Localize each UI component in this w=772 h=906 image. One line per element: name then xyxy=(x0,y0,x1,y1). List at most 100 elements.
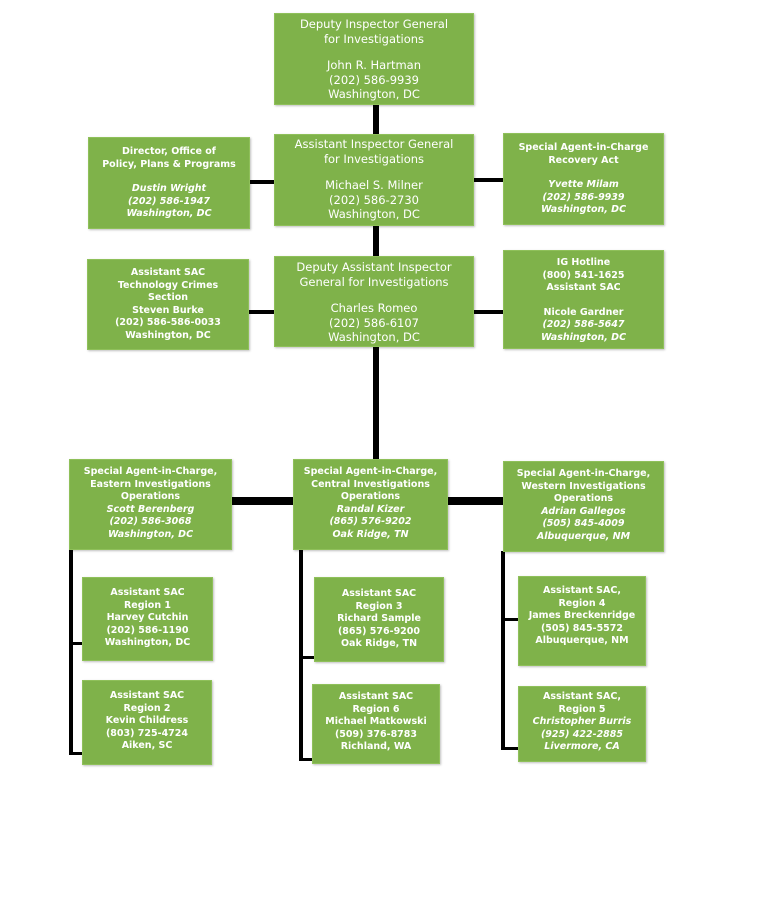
box-title: Operations xyxy=(553,493,614,504)
connector-trunk-mid xyxy=(373,225,379,256)
person-name: Steven Burke xyxy=(132,304,204,316)
box-title: Assistant SAC xyxy=(341,588,417,599)
box-title: Special Agent-in-Charge, xyxy=(516,468,651,479)
connector-tech-left xyxy=(249,310,274,314)
box-title: Assistant Inspector General xyxy=(294,137,454,151)
box-title: General for Investigations xyxy=(299,274,449,289)
phone-number: (202) 586-586-0033 xyxy=(115,317,221,328)
phone-number: (505) 845-4009 xyxy=(542,518,625,529)
connector-central-vertical xyxy=(299,548,303,761)
connector-recovery-right xyxy=(473,178,503,182)
region-label: Region 5 xyxy=(558,703,606,715)
person-name: Kevin Childress xyxy=(105,715,189,726)
connector-trunk-top xyxy=(373,105,379,136)
connector-trunk-main xyxy=(373,346,379,459)
director-oppp-box: Director, Office of Policy, Plans & Prog… xyxy=(88,137,250,229)
person-name: Yvette Milam xyxy=(548,179,619,190)
box-title: IG Hotline xyxy=(556,257,611,268)
sac-central-box: Special Agent-in-Charge, Central Investi… xyxy=(293,459,448,550)
box-title: Recovery Act xyxy=(548,154,619,166)
person-name: Randal Kizer xyxy=(336,503,405,515)
region-label: Region 4 xyxy=(558,597,606,609)
box-title: Assistant SAC xyxy=(546,282,621,293)
box-title: Policy, Plans & Programs xyxy=(102,158,236,170)
phone-number: (509) 376-8783 xyxy=(334,728,418,740)
box-title: for Investigations xyxy=(323,31,425,46)
person-name: Nicole Gardner xyxy=(543,306,624,318)
box-title: Central Investigations xyxy=(311,478,430,490)
location: Oak Ridge, TN xyxy=(340,638,418,649)
person-name: Michael Matkowski xyxy=(325,716,427,727)
sac-western-box: Special Agent-in-Charge, Western Investi… xyxy=(503,461,664,552)
region-4-box: Assistant SAC, Region 4 James Breckenrid… xyxy=(518,576,646,666)
location: Washington, DC xyxy=(540,331,627,343)
box-title: Assistant SAC xyxy=(130,267,206,278)
phone-number: (865) 576-9200 xyxy=(337,625,421,637)
location: Washington, DC xyxy=(540,204,627,215)
box-title: Special Agent-in-Charge, xyxy=(303,466,438,477)
box-title: Operations xyxy=(120,491,181,502)
region-label: Region 6 xyxy=(352,703,400,715)
connector-region1-tick xyxy=(69,642,82,645)
deputy-ig-box: Deputy Inspector General for Investigati… xyxy=(274,13,474,105)
connector-western-horizontal xyxy=(448,497,503,505)
location: Albuquerque, NM xyxy=(536,530,631,542)
location: Washington, DC xyxy=(328,330,420,344)
box-title: Section xyxy=(147,292,188,303)
region-3-box: Assistant SAC Region 3 Richard Sample (8… xyxy=(314,577,444,662)
connector-region4-tick xyxy=(501,618,518,621)
phone-number: (202) 586-5647 xyxy=(542,319,625,330)
person-name: Dustin Wright xyxy=(131,183,207,194)
connector-western-vertical xyxy=(501,551,505,750)
phone-number: (202) 586-9939 xyxy=(329,72,419,87)
connector-region6-tick xyxy=(299,758,312,761)
person-name: Charles Romeo xyxy=(330,301,418,315)
box-title: Director, Office of xyxy=(122,146,216,157)
phone-number: (202) 586-1190 xyxy=(106,624,189,636)
phone-number: (202) 586-3068 xyxy=(109,516,192,527)
person-name: Christopher Burris xyxy=(532,716,632,727)
box-title: Special Agent-in-Charge, xyxy=(83,466,218,477)
connector-hotline-right xyxy=(473,310,503,314)
region-5-box: Assistant SAC, Region 5 Christopher Burr… xyxy=(518,686,646,762)
location: Washington, DC xyxy=(126,208,212,219)
box-title: Assistant SAC xyxy=(110,587,185,598)
ig-hotline-box: IG Hotline (800) 541-1625 Assistant SAC … xyxy=(503,250,664,349)
phone-number: (925) 422-2885 xyxy=(540,728,624,740)
location: Aiken, SC xyxy=(121,740,173,751)
sac-recovery-act-box: Special Agent-in-Charge Recovery Act Yve… xyxy=(503,133,664,225)
region-label: Region 1 xyxy=(123,599,172,611)
asac-technology-crimes-box: Assistant SAC Technology Crimes Section … xyxy=(87,259,249,350)
phone-number: (202) 586-2730 xyxy=(329,192,419,207)
phone-number: (202) 586-6107 xyxy=(329,315,419,330)
box-title: Assistant SAC, xyxy=(543,691,621,702)
region-2-box: Assistant SAC Region 2 Kevin Childress (… xyxy=(82,680,212,765)
person-name: Adrian Gallegos xyxy=(541,505,626,517)
location: Washington, DC xyxy=(328,207,420,221)
box-title: Technology Crimes xyxy=(117,279,219,291)
sac-eastern-box: Special Agent-in-Charge, Eastern Investi… xyxy=(69,459,232,550)
box-title: Assistant SAC, xyxy=(543,585,621,596)
location: Washington, DC xyxy=(107,528,194,540)
person-name: Michael S. Milner xyxy=(325,178,423,192)
box-title: Special Agent-in-Charge xyxy=(518,142,649,153)
region-6-box: Assistant SAC Region 6 Michael Matkowski… xyxy=(312,684,440,764)
deputy-aig-box: Deputy Assistant Inspector General for I… xyxy=(274,256,474,347)
region-1-box: Assistant SAC Region 1 Harvey Cutchin (2… xyxy=(82,577,213,661)
phone-number: (505) 845-5572 xyxy=(540,622,624,634)
connector-eastern-horizontal xyxy=(232,497,293,505)
box-title: Deputy Inspector General xyxy=(299,17,449,31)
location: Livermore, CA xyxy=(544,741,620,752)
location: Richland, WA xyxy=(340,741,412,752)
region-label: Region 3 xyxy=(355,600,403,612)
person-name: Scott Berenberg xyxy=(106,503,195,515)
region-label: Region 2 xyxy=(123,702,171,714)
connector-region2-tick xyxy=(69,752,82,755)
phone-number: (202) 586-9939 xyxy=(542,191,625,203)
box-title: for Investigations xyxy=(323,151,425,166)
location: Albuquerque, NM xyxy=(535,635,629,646)
box-title: Eastern Investigations xyxy=(90,478,211,490)
box-title: Assistant SAC xyxy=(338,691,414,702)
connector-region5-tick xyxy=(501,747,518,750)
box-title: Western Investigations xyxy=(521,480,646,492)
